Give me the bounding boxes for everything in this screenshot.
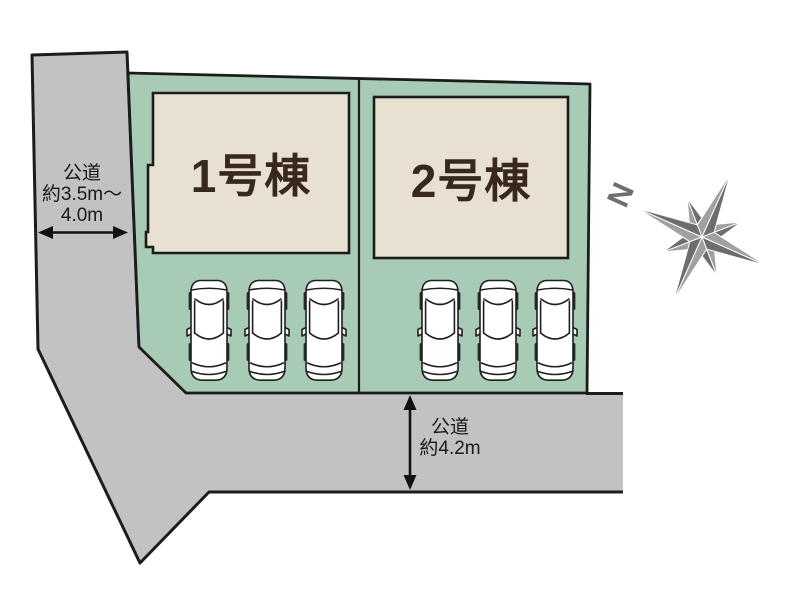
car-icon [475, 279, 521, 382]
building-1-footprint [144, 91, 351, 255]
road-border [30, 50, 623, 565]
car-icon [186, 279, 232, 382]
left-road-width-arrow [38, 226, 128, 239]
bottom-road-name: 公道 [430, 417, 469, 438]
car-icon [532, 279, 578, 382]
bottom-road-width: 約4.2m [419, 438, 481, 459]
left-road-width-2: 4.0m [60, 205, 104, 226]
bottom-road-width-arrow [403, 395, 417, 490]
road-surface [32, 52, 623, 563]
building-1-label: 1号棟 [190, 150, 312, 202]
car-icon [417, 279, 463, 382]
building-2-footprint [372, 95, 570, 260]
building-2-label: 2号棟 [410, 154, 532, 207]
left-road-width-1: 約3.5m〜 [41, 184, 123, 205]
left-road-label: 公道 約3.5m〜 4.0m [26, 163, 138, 226]
car-icon [301, 279, 347, 382]
compass-rose-icon [637, 172, 767, 302]
car-icon [244, 279, 290, 382]
left-road-name: 公道 [62, 163, 101, 184]
bottom-road-label: 公道 約4.2m [398, 417, 502, 459]
